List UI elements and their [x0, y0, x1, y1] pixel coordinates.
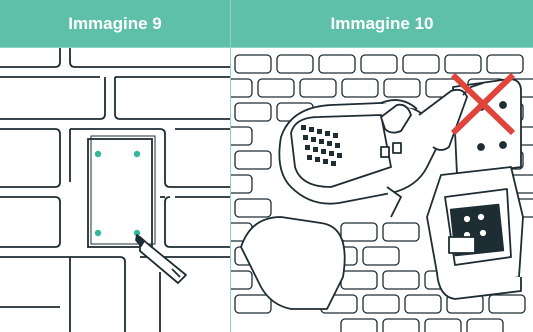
drill-warning-illustration [231, 54, 533, 332]
header-border [0, 47, 533, 48]
drill-vent-holes [301, 125, 342, 166]
panel-title-immagine-9: Immagine 9 [0, 0, 230, 47]
panel-title-text: Immagine 10 [330, 13, 434, 33]
hole-mark [94, 229, 102, 237]
template-shadow [90, 135, 156, 245]
hole-mark [133, 150, 141, 158]
panel-immagine-9 [0, 47, 230, 332]
hole-mark [133, 229, 141, 237]
pencil-icon [135, 234, 187, 284]
red-x-icon [450, 72, 516, 136]
panel-divider [230, 0, 231, 332]
power-drill-icon [240, 82, 484, 310]
hole-mark [94, 150, 102, 158]
panel-title-immagine-10: Immagine 10 [231, 0, 533, 47]
key-lockbox [426, 78, 524, 300]
panel-immagine-10 [231, 47, 533, 332]
panel-title-text: Immagine 9 [68, 13, 162, 33]
brick-wall [0, 47, 230, 332]
wall-marking-illustration [0, 47, 230, 332]
